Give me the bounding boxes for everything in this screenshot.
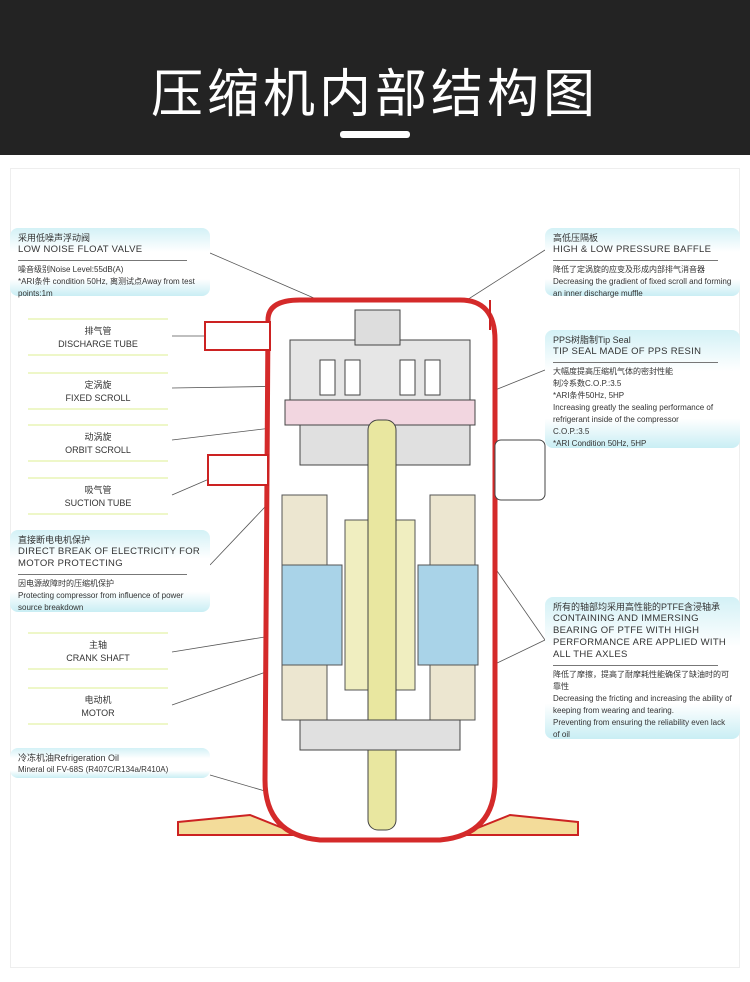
box-en: HIGH & LOW PRESSURE BAFFLE: [553, 244, 712, 255]
divider: [553, 260, 718, 261]
box-detail: 制冷系数C.O.P.:3.5: [553, 379, 622, 388]
label-fixed-scroll: 定涡旋 FIXED SCROLL: [28, 372, 168, 410]
box-detail: 降低了摩擦，提高了耐摩耗性能确保了缺油时的可靠性: [553, 670, 729, 691]
divider: [18, 574, 188, 575]
box-en: CONTAINING AND IMMERSING BEARING OF PTFE…: [553, 613, 727, 660]
box-zh: 冷冻机油Refrigeration Oil: [18, 753, 120, 763]
label-zh: 电动机: [84, 695, 112, 705]
label-zh: 动涡旋: [84, 432, 112, 442]
label-en: SUCTION TUBE: [64, 498, 132, 508]
box-zh: PPS树脂制Tip Seal: [553, 335, 631, 345]
label-zh: 定涡旋: [84, 380, 112, 390]
fixed-scroll: [289, 339, 471, 401]
discharge-tube: [204, 321, 271, 351]
box-zh: 所有的轴部均采用高性能的PTFE含浸轴承: [553, 602, 721, 612]
info-box-refrigeration-oil: 冷冻机油Refrigeration Oil Mineral oil FV-68S…: [10, 748, 210, 778]
label-en: ORBIT SCROLL: [65, 445, 131, 455]
box-detail: 噪音级别Noise Level:55dB(A): [18, 265, 124, 274]
box-zh: 直接断电电机保护: [18, 535, 91, 545]
label-discharge-tube: 排气管 DISCHARGE TUBE: [28, 318, 168, 356]
box-detail: 大幅度提高压缩机气体的密封性能: [553, 367, 673, 376]
box-en: TIP SEAL MADE OF PPS RESIN: [553, 346, 702, 357]
label-zh: 主轴: [88, 640, 107, 650]
label-en: DISCHARGE TUBE: [58, 339, 138, 349]
label-zh: 吸气管: [84, 485, 112, 495]
box-detail: *ARI条件50Hz, 5HP: [553, 391, 625, 400]
discharge-valve: [354, 309, 401, 346]
box-detail: *ARI条件 condition 50Hz, 离测试点Away from tes…: [18, 277, 195, 298]
info-box-tip-seal: PPS树脂制Tip Seal TIP SEAL MADE OF PPS RESI…: [545, 330, 740, 448]
label-en: MOTOR: [81, 708, 115, 718]
box-detail: Preventing from ensuring the reliability…: [553, 718, 726, 739]
divider: [18, 260, 188, 261]
lower-bearing: [299, 719, 461, 751]
box-detail: 降低了定涡旋的应变及形成内部排气消音器: [553, 265, 705, 274]
box-zh: 高低压隔板: [553, 233, 599, 243]
label-en: CRANK SHAFT: [66, 653, 130, 663]
label-zh: 排气管: [84, 326, 112, 336]
info-box-motor-protect: 直接断电电机保护 DIRECT BREAK OF ELECTRICITY FOR…: [10, 530, 210, 612]
header-bar: 压缩机内部结构图: [0, 0, 750, 155]
divider: [553, 665, 718, 666]
stator-bottom-left: [281, 664, 328, 721]
label-crank-shaft: 主轴 CRANK SHAFT: [28, 632, 168, 670]
label-motor: 电动机 MOTOR: [28, 687, 168, 725]
label-suction-tube: 吸气管 SUCTION TUBE: [28, 477, 168, 515]
motor-stator-right: [417, 564, 479, 666]
label-en: FIXED SCROLL: [65, 393, 131, 403]
title-underline: [340, 131, 410, 138]
info-box-baffle: 高低压隔板 HIGH & LOW PRESSURE BAFFLE 降低了定涡旋的…: [545, 228, 740, 298]
info-box-ptfe-bearing: 所有的轴部均采用高性能的PTFE含浸轴承 CONTAINING AND IMME…: [545, 597, 740, 739]
box-detail: *ARI Condition 50Hz, 5HP: [553, 439, 647, 448]
stator-bottom-right: [429, 664, 476, 721]
terminal-box: [494, 439, 546, 501]
box-detail: Mineral oil FV-68S (R407C/R134a/R410A): [18, 765, 169, 774]
stator-top-left: [281, 494, 328, 566]
crank-shaft: [367, 419, 397, 831]
box-detail: Increasing greatly the sealing performan…: [553, 403, 714, 424]
box-zh: 采用低噪声浮动阀: [18, 233, 91, 243]
divider: [553, 362, 718, 363]
box-detail: C.O.P.:3.5: [553, 427, 590, 436]
info-box-float-valve: 采用低噪声浮动阀 LOW NOISE FLOAT VALVE 噪音级别Noise…: [10, 228, 210, 298]
stator-top-right: [429, 494, 476, 566]
box-en: DIRECT BREAK OF ELECTRICITY FOR MOTOR PR…: [18, 546, 201, 569]
box-detail: Protecting compressor from influence of …: [18, 591, 184, 612]
box-detail: Decreasing the gradient of fixed scroll …: [553, 277, 732, 298]
label-orbit-scroll: 动涡旋 ORBIT SCROLL: [28, 424, 168, 462]
box-detail: Decreasing the fricting and increasing t…: [553, 694, 732, 715]
motor-stator-left: [281, 564, 343, 666]
box-en: LOW NOISE FLOAT VALVE: [18, 244, 143, 255]
page-title: 压缩机内部结构图: [150, 65, 599, 125]
box-detail: 因电源故障时的压缩机保护: [18, 579, 114, 588]
suction-tube: [207, 454, 269, 486]
